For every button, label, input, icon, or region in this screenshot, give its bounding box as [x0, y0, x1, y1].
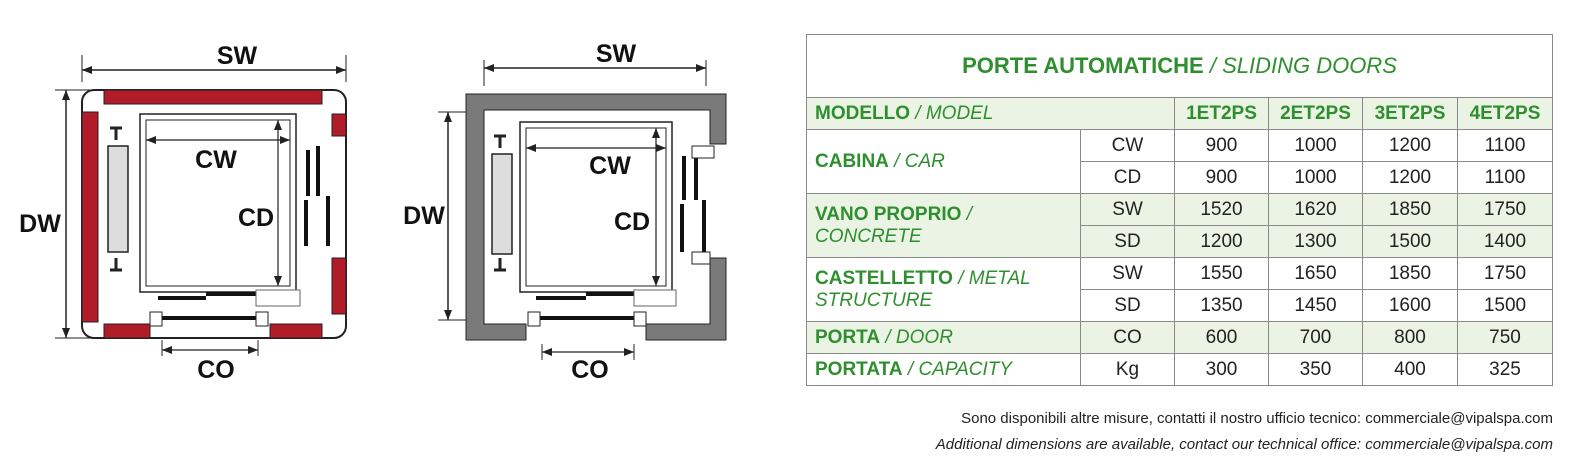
- value-cell: 1200: [1174, 225, 1269, 258]
- group-label-car: CABINA / CAR: [806, 129, 1081, 194]
- unit-cell: SD: [1080, 289, 1175, 322]
- unit-cell: SW: [1080, 193, 1175, 226]
- value-cell: 1750: [1457, 193, 1553, 226]
- model-col-1: 1ET2PS: [1174, 97, 1269, 130]
- value-cell: 1450: [1268, 289, 1363, 322]
- operating-panel: [107, 145, 129, 253]
- footnote-english: Additional dimensions are available, con…: [935, 436, 1553, 453]
- unit-cell: CW: [1080, 129, 1175, 162]
- value-cell: 1300: [1268, 225, 1363, 258]
- table-row: CASTELLETTO / METAL STRUCTURE SW 1550 16…: [806, 257, 1553, 322]
- sw-dimension: [483, 60, 707, 86]
- unit-cell: CO: [1080, 321, 1175, 354]
- value-cell: 1600: [1362, 289, 1458, 322]
- operating-panel: [491, 153, 513, 255]
- title-separator: /: [1203, 53, 1223, 78]
- diagram-metal-structure: SW DW CW CD: [0, 0, 400, 400]
- diagram-right-svg: SW DW CW CD: [403, 40, 727, 384]
- value-cell: 1200: [1362, 161, 1458, 194]
- dw-dimension: [438, 111, 466, 321]
- cw-label: CW: [195, 146, 237, 174]
- value-cell: 900: [1174, 161, 1269, 194]
- value-cell: 1200: [1362, 129, 1458, 162]
- unit-cell: CD: [1080, 161, 1175, 194]
- cabin-inner: [145, 119, 291, 287]
- table-title: PORTE AUTOMATICHE / SLIDING DOORS: [806, 34, 1553, 98]
- model-col-3: 3ET2PS: [1362, 97, 1458, 130]
- cabin-outline: [519, 121, 673, 293]
- table-row: VANO PROPRIO / CONCRETE SW 1520 1620 185…: [806, 193, 1553, 258]
- value-cell: 1500: [1457, 289, 1553, 322]
- value-cell: 1850: [1362, 257, 1458, 290]
- value-cell: 1650: [1268, 257, 1363, 290]
- dw-label: DW: [19, 210, 61, 238]
- value-cell: 350: [1268, 353, 1363, 386]
- value-cell: 400: [1362, 353, 1458, 386]
- dw-dimension: [55, 89, 90, 339]
- table-row: CABINA / CAR CW 900 1000 1200 1100: [806, 129, 1553, 194]
- cabin-inner: [525, 127, 667, 287]
- cd-label: CD: [238, 204, 274, 232]
- footnote-italian: Sono disponibili altre misure, contatti …: [961, 410, 1553, 427]
- group-label-metal-structure: CASTELLETTO / METAL STRUCTURE: [806, 257, 1081, 322]
- value-cell: 1850: [1362, 193, 1458, 226]
- title-italic: SLIDING DOORS: [1222, 53, 1397, 78]
- value-cell: 700: [1268, 321, 1363, 354]
- cw-label: CW: [589, 152, 631, 180]
- table-row: PORTATA / CAPACITY Kg 300 350 400 325: [806, 353, 1553, 386]
- group-label-door: PORTA / DOOR: [806, 321, 1081, 354]
- cabin-outline: [139, 113, 297, 293]
- value-cell: 800: [1362, 321, 1458, 354]
- value-cell: 600: [1174, 321, 1269, 354]
- table-row: PORTA / DOOR CO 600 700 800 750: [806, 321, 1553, 354]
- unit-cell: SD: [1080, 225, 1175, 258]
- title-main: PORTE AUTOMATICHE: [962, 53, 1204, 78]
- table-title-row: PORTE AUTOMATICHE / SLIDING DOORS: [806, 34, 1553, 98]
- value-cell: 1520: [1174, 193, 1269, 226]
- value-cell: 1000: [1268, 161, 1363, 194]
- value-cell: 325: [1457, 353, 1553, 386]
- model-col-2: 2ET2PS: [1268, 97, 1363, 130]
- sw-dimension: [81, 55, 347, 82]
- side-door-panels: [680, 152, 706, 252]
- table-row: SD 1200 1300 1500 1400: [807, 225, 1553, 258]
- bottom-door-panels: [536, 292, 634, 320]
- model-header: MODELLO / MODEL: [806, 97, 1175, 130]
- value-cell: 1100: [1457, 129, 1553, 162]
- value-cell: 1350: [1174, 289, 1269, 322]
- bottom-door-panels: [158, 292, 256, 320]
- concrete-walls: [465, 93, 727, 341]
- group-label-concrete: VANO PROPRIO / CONCRETE: [806, 193, 1081, 258]
- value-cell: 1400: [1457, 225, 1553, 258]
- value-cell: 300: [1174, 353, 1269, 386]
- group-label-capacity: PORTATA / CAPACITY: [806, 353, 1081, 386]
- dw-label: DW: [403, 202, 445, 230]
- value-cell: 1100: [1457, 161, 1553, 194]
- table-header-row: MODELLO / MODEL 1ET2PS 2ET2PS 3ET2PS 4ET…: [806, 97, 1553, 130]
- unit-cell: Kg: [1080, 353, 1175, 386]
- value-cell: 1550: [1174, 257, 1269, 290]
- value-cell: 1620: [1268, 193, 1363, 226]
- value-cell: 1000: [1268, 129, 1363, 162]
- sliding-doors-table: PORTE AUTOMATICHE / SLIDING DOORS MODELL…: [806, 34, 1553, 386]
- model-col-4: 4ET2PS: [1457, 97, 1553, 130]
- value-cell: 900: [1174, 129, 1269, 162]
- value-cell: 1500: [1362, 225, 1458, 258]
- side-door-panels: [304, 146, 330, 246]
- unit-cell: SW: [1080, 257, 1175, 290]
- sw-label: SW: [596, 40, 637, 68]
- cd-label: CD: [614, 208, 650, 236]
- value-cell: 1750: [1457, 257, 1553, 290]
- sw-label: SW: [217, 42, 258, 70]
- footnote: Sono disponibili altre misure, contatti …: [936, 406, 1553, 458]
- diagram-concrete-shaft: SW DW CW CD: [400, 0, 800, 400]
- red-walls: [81, 89, 347, 339]
- co-label: CO: [571, 356, 609, 384]
- value-cell: 750: [1457, 321, 1553, 354]
- diagram-left-svg: SW DW CW CD: [19, 42, 347, 384]
- co-label: CO: [197, 356, 235, 384]
